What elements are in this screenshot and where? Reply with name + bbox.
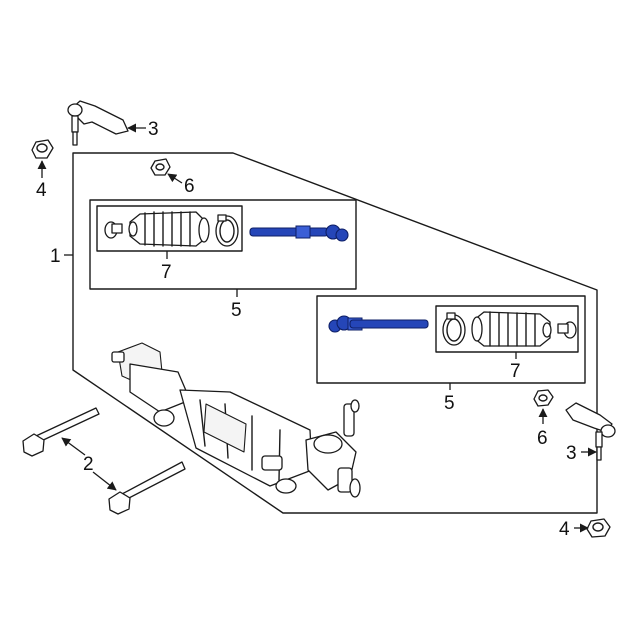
inner-tie-rod-kit-box-right (316, 295, 586, 384)
inner-tie-rod-right (328, 315, 429, 333)
callout-5-left: 5 (231, 300, 242, 321)
callout-7-left: 7 (161, 262, 172, 283)
callout-2-leader-upper (61, 437, 86, 456)
nut-4-upper-left (31, 139, 54, 159)
inner-tie-rod-left (249, 224, 349, 242)
mounting-bolt-lower (108, 461, 186, 515)
callout-7-right: 7 (510, 361, 521, 382)
inner-tie-rod-kit-box-left (89, 199, 357, 290)
boot-clamp-small-left (104, 221, 123, 239)
callout-2-leader-lower (92, 471, 117, 491)
outer-tie-rod-end-right (565, 402, 616, 461)
mounting-bolt-upper (22, 407, 100, 457)
outer-tie-rod-end-left (67, 100, 129, 146)
nut-4-lower-right (586, 518, 611, 538)
steering-gear-assembly (111, 342, 361, 498)
callout-4-upper: 4 (36, 180, 47, 201)
callout-5-right: 5 (444, 393, 455, 414)
boot-clamp-small-right (557, 321, 577, 339)
steering-boot-left (128, 211, 210, 247)
callout-1: 1 (50, 246, 61, 267)
nut-6-upper (150, 158, 171, 176)
boot-kit-box-left (96, 205, 243, 252)
nut-6-right (533, 389, 554, 407)
boot-clamp-large-left (215, 214, 239, 247)
boot-kit-box-right (435, 305, 579, 353)
assembly-outline (72, 152, 598, 514)
boot-clamp-large-right (442, 312, 466, 346)
callout-6-right: 6 (537, 428, 548, 449)
callout-6-leader-upper (167, 173, 183, 184)
callout-3-right: 3 (566, 443, 577, 464)
callout-2: 2 (83, 454, 94, 475)
callout-4-lower: 4 (559, 519, 570, 540)
steering-boot-right (471, 311, 552, 347)
callout-3-left: 3 (148, 119, 159, 140)
callout-6-upper: 6 (184, 176, 195, 197)
